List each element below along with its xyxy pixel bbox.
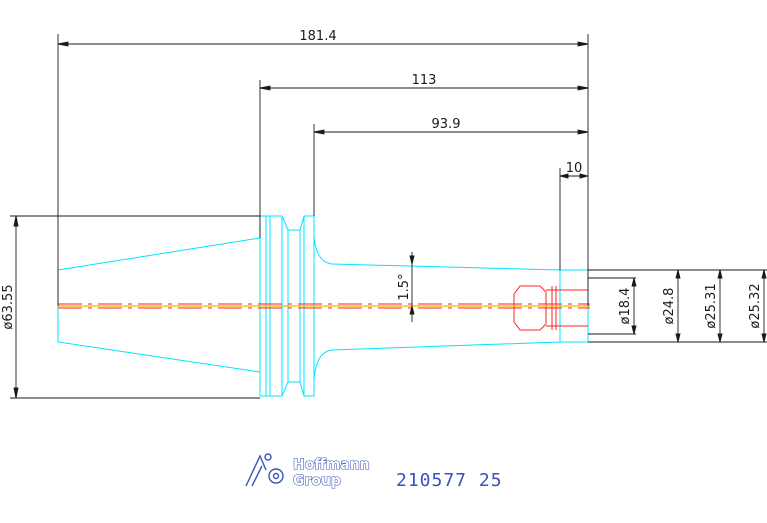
collet-nut [513, 285, 547, 331]
hoffmann-logo: Hoffmann Group [245, 453, 370, 490]
logo-company-line1: Hoffmann [293, 457, 370, 473]
taper-cone [57, 237, 261, 373]
part-number: 210577 25 [396, 470, 503, 491]
dim-flange-diameter: ø63.55 [1, 284, 16, 329]
dim-taper-angle: 1.5° [397, 273, 412, 300]
logo-company-line2: Group [293, 473, 341, 489]
dimension-lines [10, 34, 767, 399]
dim-bore-diameter: ø18.4 [618, 288, 633, 325]
dim-tip-diameter-2: ø25.31 [704, 283, 719, 328]
dim-tip-diameter-1: ø24.8 [662, 288, 677, 325]
dim-length-from-shank: 93.9 [432, 117, 461, 132]
dim-length-from-flange: 113 [412, 73, 437, 88]
dim-tip-length: 10 [566, 161, 583, 176]
dim-overall-length: 181.4 [299, 29, 336, 44]
centerline [58, 303, 590, 309]
dim-tip-diameter-3: ø25.32 [748, 283, 763, 328]
logo-mark-icon [245, 453, 284, 487]
